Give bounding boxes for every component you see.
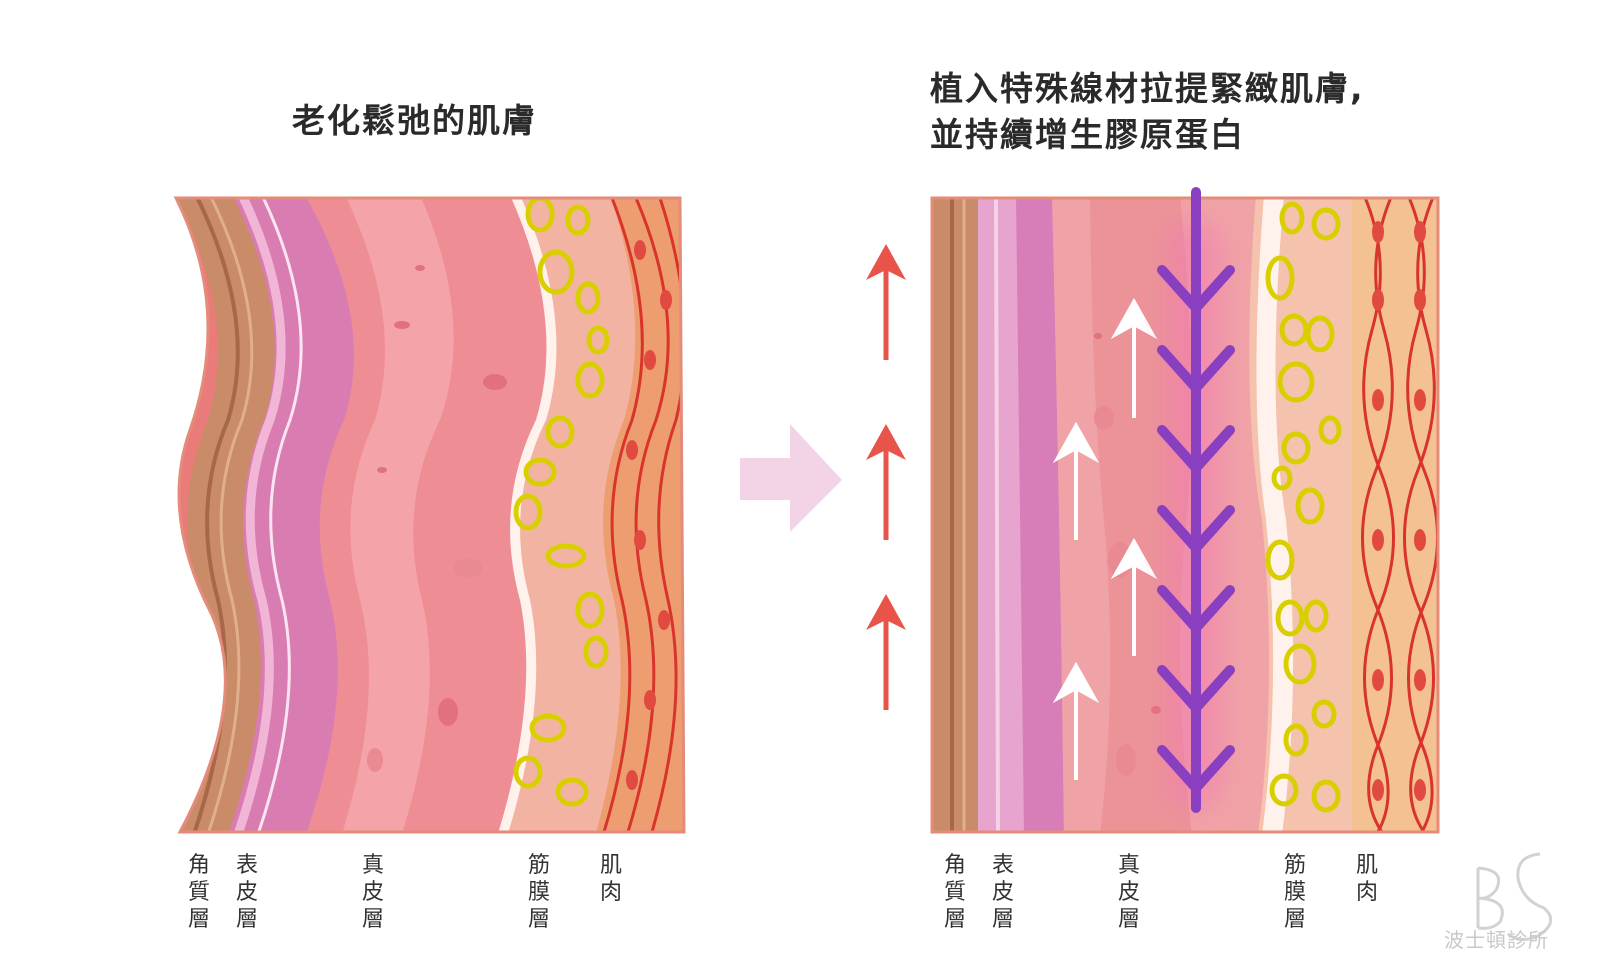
- right-label-stratum-corneum: 角質層: [943, 853, 966, 932]
- left-label-fascia: 筋膜層: [527, 853, 550, 932]
- left-label-muscle: 肌肉: [599, 853, 622, 905]
- right-panel-title-line2: 並持續增生膠原蛋白: [930, 115, 1245, 154]
- right-fat-cells: [1265, 201, 1342, 813]
- left-muscle-layer: [590, 198, 684, 832]
- left-epidermis-layer: [222, 198, 354, 832]
- aged-skin-cross-section: [176, 198, 684, 832]
- up-arrow-icon: [866, 594, 906, 710]
- right-label-muscle: 肌肉: [1355, 853, 1378, 905]
- right-label-epidermis: 表皮層: [991, 853, 1014, 932]
- clinic-logo: [1476, 852, 1553, 941]
- right-arrow-icon: [740, 424, 842, 532]
- left-label-stratum-corneum: 角質層: [187, 853, 210, 932]
- left-fat-cells: [513, 198, 610, 807]
- left-dermis-layer: [300, 198, 547, 832]
- right-label-fascia: 筋膜層: [1283, 853, 1306, 932]
- left-panel-title: 老化鬆弛的肌膚: [292, 101, 537, 140]
- up-arrow-icon: [866, 424, 906, 540]
- clinic-name: 波士頓診所: [1444, 928, 1549, 952]
- barbed-thread-icon: [1157, 187, 1235, 813]
- left-label-epidermis: 表皮層: [235, 853, 258, 932]
- right-panel-title-line1: 植入特殊線材拉提緊緻肌膚,: [930, 69, 1365, 108]
- right-stratum-corneum: [932, 198, 978, 832]
- up-arrow-icon: [866, 244, 906, 360]
- lift-arrows: [866, 244, 906, 710]
- collagen-arrows: [1052, 297, 1158, 780]
- left-label-dermis: 真皮層: [361, 853, 384, 932]
- right-label-dermis: 真皮層: [1117, 853, 1140, 932]
